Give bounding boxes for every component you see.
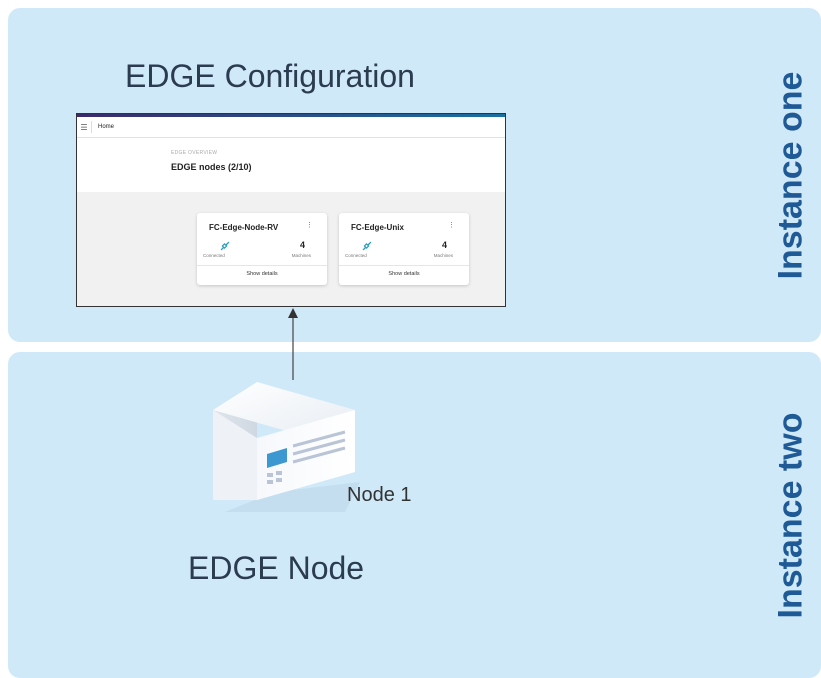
show-details-button[interactable]: Show details: [246, 271, 278, 277]
instance-two-panel: [8, 352, 821, 678]
card-machine-count: 4: [299, 240, 305, 250]
edge-overview-section: EDGE OVERVIEW EDGE nodes (2/10): [77, 138, 505, 192]
hamburger-menu-icon[interactable]: ☰: [80, 122, 88, 132]
card-divider: [339, 265, 469, 266]
more-options-icon[interactable]: ⋮: [448, 222, 455, 229]
edge-node-title: EDGE Node: [188, 550, 365, 586]
card-machines-label: Machines: [291, 253, 311, 258]
edge-node-card[interactable]: FC-Edge-Node-RV ⋮ Connected 4 Machines S…: [197, 213, 327, 285]
card-node-name: FC-Edge-Unix: [351, 223, 404, 232]
screenshot-header: ☰ Home: [77, 117, 505, 138]
card-machine-count: 4: [441, 240, 447, 250]
edge-configuration-screenshot: ☰ Home EDGE OVERVIEW EDGE nodes (2/10) F…: [76, 113, 506, 307]
breadcrumb-home[interactable]: Home: [98, 124, 115, 130]
node-1-label: Node 1: [347, 484, 412, 506]
show-details-button[interactable]: Show details: [388, 271, 420, 277]
card-status: Connected: [345, 253, 367, 258]
connected-plug-icon: [220, 241, 230, 251]
edge-nodes-title: EDGE nodes (2/10): [171, 162, 252, 172]
more-options-icon[interactable]: ⋮: [306, 222, 313, 229]
card-machines-label: Machines: [433, 253, 453, 258]
screenshot-top-accent: [77, 114, 505, 117]
connected-plug-icon: [362, 241, 372, 251]
server-box-icon: [213, 382, 360, 512]
card-node-name: FC-Edge-Node-RV: [209, 223, 279, 232]
header-separator: [91, 121, 92, 133]
overview-label: EDGE OVERVIEW: [171, 150, 218, 156]
card-status: Connected: [203, 253, 225, 258]
edge-configuration-title: EDGE Configuration: [125, 58, 415, 94]
arrow-head: [288, 308, 298, 318]
card-divider: [197, 265, 327, 266]
edge-node-card[interactable]: FC-Edge-Unix ⋮ Connected 4 Machines Show…: [339, 213, 469, 285]
